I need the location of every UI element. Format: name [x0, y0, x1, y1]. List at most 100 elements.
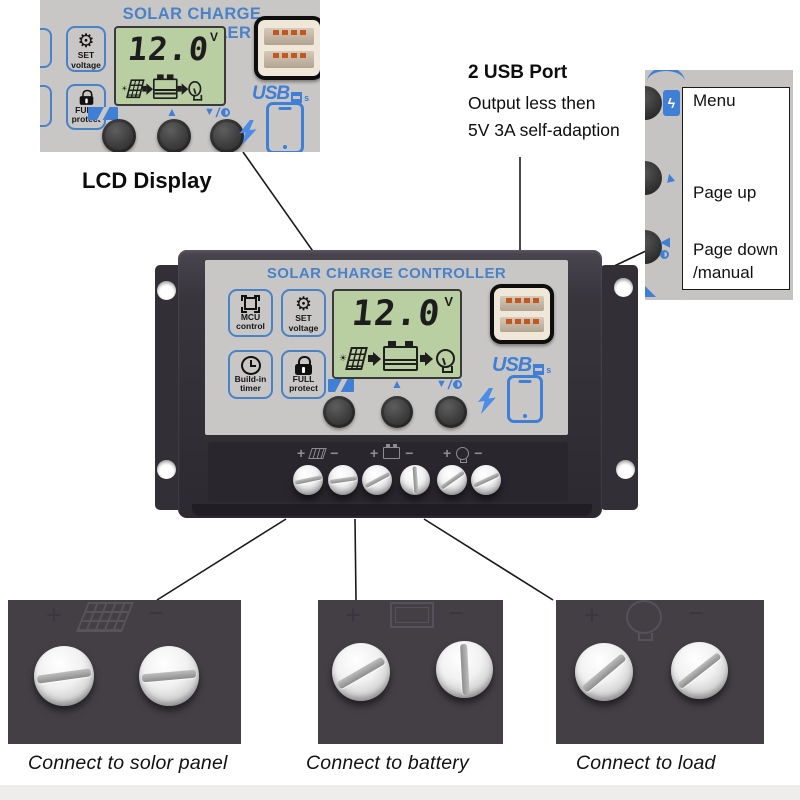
bulb-mini-icon — [220, 108, 230, 117]
usb-note-title: 2 USB Port — [468, 62, 568, 83]
blue-wedge — [645, 286, 656, 297]
solar-panel-icon — [75, 602, 135, 632]
menu-bolt-icon: ϟ — [663, 90, 680, 116]
lcd-display-label: LCD Display — [82, 168, 212, 193]
terminal-screw — [471, 465, 501, 495]
page-up-button — [381, 396, 413, 428]
legend-page-down-2: /manual — [693, 263, 754, 282]
menu-button — [645, 86, 662, 120]
phone-icon — [266, 102, 304, 152]
page-up-button — [157, 119, 191, 152]
page-down-icon: ▼ / — [204, 106, 230, 119]
lcd-screen: 12.0 V ☀ — [114, 26, 226, 106]
usb-slot — [499, 296, 545, 311]
lcd-voltage-unit: V — [209, 30, 218, 44]
bulb-icon — [435, 349, 455, 373]
phone-edge-icon — [647, 70, 685, 82]
terminal-screw — [332, 643, 390, 701]
arrow-right-icon — [177, 83, 188, 94]
button-legend-panel: ϟ ▲ ◀ Menu Page up Page down /manual — [645, 70, 793, 300]
bulb-mini-icon — [452, 380, 462, 389]
lightning-icon — [478, 388, 496, 414]
page-down-button — [210, 119, 244, 152]
usb-port — [254, 16, 320, 80]
load-connection-label: Connect to load — [576, 752, 716, 774]
page-up-button — [645, 161, 662, 195]
terminal-screw — [34, 646, 94, 706]
solar-panel-icon: ☀ — [339, 347, 368, 370]
bulb-icon — [626, 600, 662, 641]
terminal-screw — [575, 643, 633, 701]
down-triangle-icon: ▼ — [204, 106, 215, 118]
menu-button — [102, 119, 136, 152]
battery-connection-label: Connect to battery — [306, 752, 469, 774]
lcd-voltage-unit: V — [444, 294, 453, 309]
page-down-arrow-icon: ◀ — [660, 235, 670, 261]
solar-connection-inset: + − — [8, 600, 241, 744]
gear-icon: ⚙ — [77, 31, 95, 52]
legend-page-up: Page up — [693, 183, 757, 202]
page-down-button — [435, 396, 467, 428]
minus-mark: − — [148, 600, 164, 628]
legend-page-down: Page down — [693, 240, 779, 259]
minus-mark: − — [688, 600, 704, 628]
lcd-flow-row: ☀ — [121, 74, 203, 101]
battery-state-icon — [88, 107, 118, 120]
device-title: SOLAR CHARGE CONTROLLER — [266, 265, 507, 282]
device-bottom-lip — [192, 504, 592, 516]
usb-note-line1: Output less then — [468, 93, 596, 113]
terminal-screw — [139, 646, 199, 706]
usb-slot — [264, 28, 314, 45]
arrow-right-icon — [368, 352, 381, 366]
lock-icon — [79, 89, 93, 105]
terminal-screw — [400, 465, 430, 495]
terminal-screw — [436, 641, 493, 698]
terminal-screw — [293, 465, 323, 495]
terminal-screw — [437, 465, 467, 495]
page-up-icon: ▲ — [391, 377, 403, 391]
usb-logo: USB s — [492, 354, 552, 376]
lcd-flow-row: ☀ — [339, 341, 455, 373]
page-up-arrow-icon: ▲ — [661, 167, 679, 187]
plus-mark: + — [345, 600, 361, 630]
partial-button-outline — [40, 28, 52, 68]
phone-icon — [507, 375, 543, 423]
bulb-mini-icon — [456, 446, 470, 463]
lcd-voltage-value: 12.0 — [349, 294, 443, 334]
battery-mini-icon — [383, 444, 401, 459]
battery-connection-inset: + − — [318, 600, 503, 744]
arrow-right-icon — [420, 352, 433, 366]
battery-icon — [390, 602, 434, 628]
clock-icon — [240, 356, 261, 375]
load-terminal-label: + − — [443, 445, 483, 463]
lcd-screen: 12.0 V ☀ — [332, 289, 462, 379]
usb-slot — [499, 317, 545, 332]
plus-mark: + — [584, 600, 600, 630]
bottom-strip — [0, 785, 800, 800]
legend-labels-box: Menu Page up Page down /manual — [682, 87, 790, 290]
mount-hole — [614, 278, 633, 297]
load-connection-inset: + − — [556, 600, 764, 744]
battery-icon — [153, 74, 178, 99]
gear-icon: ⚙ — [294, 294, 313, 315]
page-down-icon: ▼ / — [436, 378, 462, 391]
battery-icon — [383, 341, 419, 371]
mount-hole — [157, 281, 176, 300]
mount-hole — [616, 460, 635, 479]
slash: / — [215, 105, 220, 120]
bulb-mini-icon — [660, 250, 669, 259]
battery-terminal-label: + − — [370, 444, 414, 461]
mount-hole — [157, 460, 176, 479]
terminal-screw — [328, 465, 358, 495]
lock-icon — [295, 356, 312, 375]
solar-panel-icon: ☀ — [121, 79, 145, 99]
minus-mark: − — [448, 600, 464, 628]
